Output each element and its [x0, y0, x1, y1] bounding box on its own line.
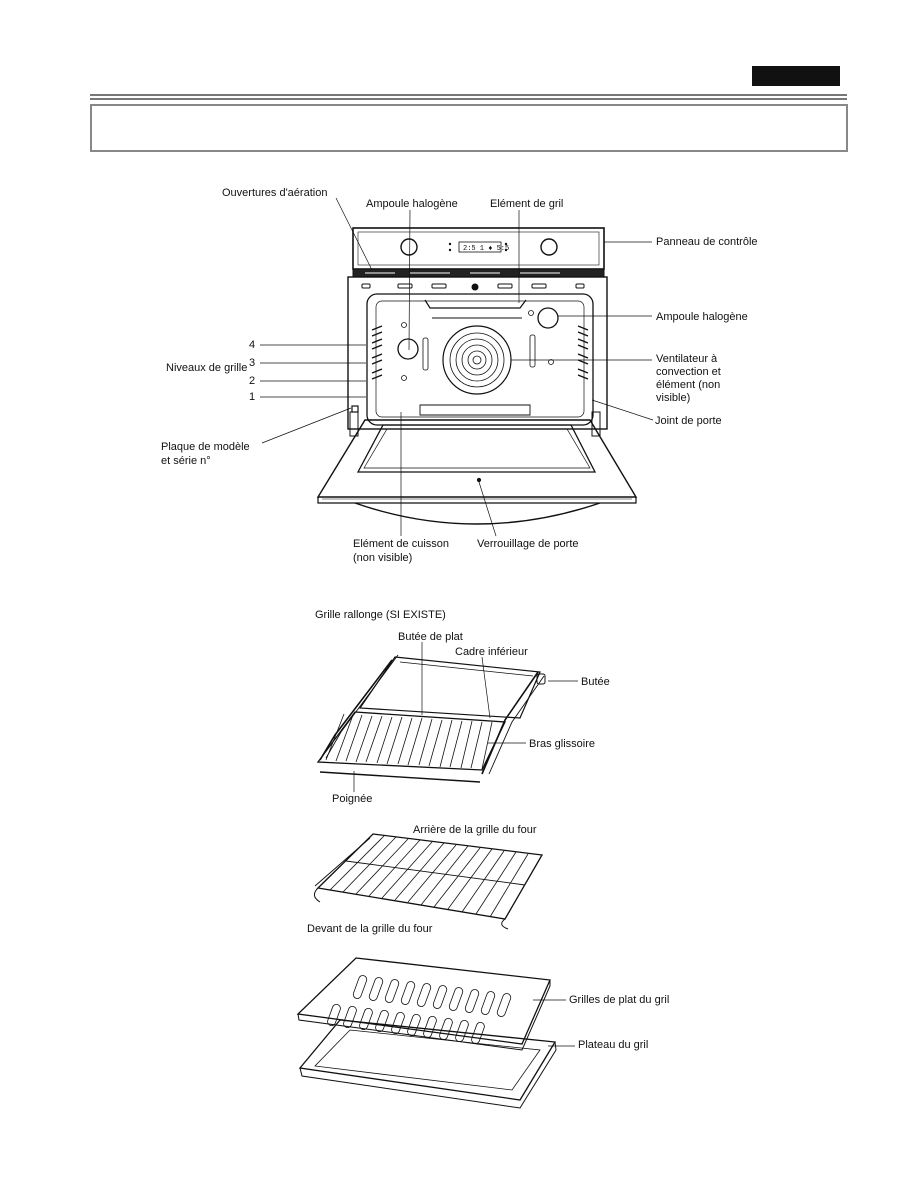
broiler-illustration — [296, 957, 557, 1109]
door-window — [356, 424, 597, 473]
label-bake-element-2: (non visible) — [353, 552, 413, 564]
left-slide-arm — [319, 659, 393, 761]
display-window — [458, 241, 502, 253]
label-convection-fan-3: élément (non — [656, 379, 721, 391]
label-control-panel: Panneau de contrôle — [656, 236, 758, 248]
light-switch — [471, 283, 479, 291]
rack-leader-lines — [353, 642, 578, 792]
label-halogen-lamp-top: Ampoule halogène — [366, 198, 458, 210]
label-vents: Ouvertures d'aération — [222, 187, 328, 199]
label-broiler-tray: Plateau du gril — [578, 1039, 649, 1051]
right-knob — [540, 238, 558, 256]
convection-fan — [442, 325, 512, 395]
label-door-gasket: Joint de porte — [655, 415, 722, 427]
label-rack-level-1: 1 — [249, 391, 256, 403]
left-knob — [400, 238, 418, 256]
broiler-tray — [298, 1019, 557, 1101]
open-door — [316, 419, 638, 498]
label-halogen-lamp-right: Ampoule halogène — [656, 311, 748, 323]
door-arc — [354, 502, 601, 525]
model-plate — [351, 405, 359, 413]
oven-rack-illustration — [314, 833, 544, 930]
label-rack-level-3: 3 — [249, 357, 256, 369]
label-broiler-grids: Grilles de plat du gril — [569, 994, 670, 1006]
oven-illustration: 2:5 1 ♦ 5:5 — [316, 227, 638, 525]
broil-element — [424, 299, 527, 309]
label-rack-levels: Niveaux de grille — [166, 362, 248, 374]
label-stop: Butée — [581, 676, 610, 688]
label-slide-arm: Bras glissoire — [529, 738, 596, 750]
label-handle: Poignée — [332, 793, 373, 805]
halogen-lamp-left — [397, 338, 419, 360]
label-rack-level-2: 2 — [249, 375, 256, 387]
label-lower-frame: Cadre inférieur — [455, 646, 528, 658]
label-rack-level-4: 4 — [249, 339, 256, 351]
label-broil-element: Elément de gril — [490, 198, 564, 210]
right-slide-arm — [481, 671, 539, 775]
broiler-grid — [296, 957, 551, 1045]
label-bake-element-1: Elément de cuisson — [353, 538, 449, 550]
extension-rack-illustration — [316, 654, 546, 783]
oven-face — [347, 276, 608, 430]
label-model-plate-1: Plaque de modèle — [161, 441, 250, 453]
oven-leader-lines — [260, 197, 654, 537]
label-convection-fan-2: convection et — [656, 366, 721, 378]
label-model-plate-2: et série n° — [161, 455, 211, 467]
header-rule-top — [90, 94, 847, 96]
halogen-lamp-right — [537, 307, 559, 329]
label-convection-fan-1: Ventilateur à — [656, 353, 718, 365]
label-door-lock: Verrouillage de porte — [477, 538, 579, 550]
broiler-leader-lines — [533, 999, 575, 1047]
section-title-box — [90, 104, 848, 152]
display-text: 2:5 1 ♦ 5:5 — [463, 245, 509, 253]
rack-grid-frame — [316, 711, 507, 771]
label-pan-stop: Butée de plat — [398, 631, 463, 643]
language-tab — [752, 66, 840, 86]
door-lock — [476, 477, 482, 483]
label-extension-rack: Grille rallonge (SI EXISTE) — [315, 609, 446, 621]
label-rack-front: Devant de la grille du four — [307, 923, 433, 935]
rack-handle — [319, 771, 481, 783]
label-rack-back: Arrière de la grille du four — [413, 824, 537, 836]
header-rule-bottom — [90, 98, 847, 100]
label-convection-fan-4: visible) — [656, 392, 691, 404]
